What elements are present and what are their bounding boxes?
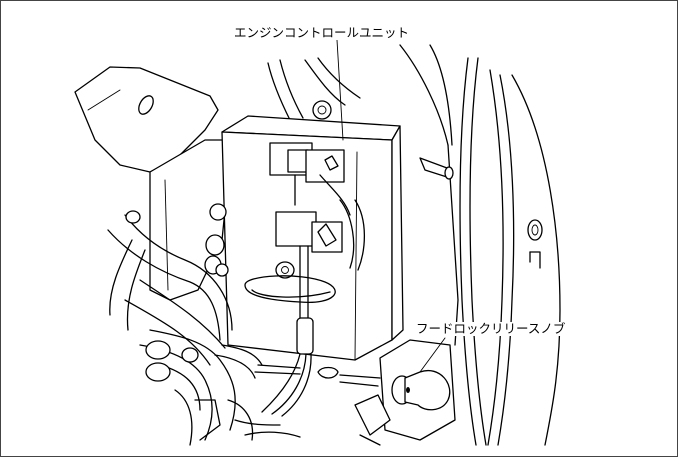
bottom-hoses <box>139 329 301 446</box>
hinge-pin <box>419 157 454 180</box>
upper-left-bracket <box>74 66 219 173</box>
right-side-features <box>527 219 543 269</box>
right-frame <box>399 44 561 446</box>
engine-control-unit-label: エンジンコントロールユニット <box>233 25 411 40</box>
hood-lock-release-knob-label: フードロックリリースノブ <box>415 321 567 336</box>
lower-connector <box>275 199 365 321</box>
top-tubes <box>267 57 361 121</box>
grommet-and-wires <box>254 317 314 417</box>
hood-release-knob <box>391 369 451 411</box>
bolt-and-loop <box>244 261 336 304</box>
upper-connector <box>269 142 351 216</box>
left-harness <box>107 203 233 366</box>
leader-lines <box>336 39 446 373</box>
